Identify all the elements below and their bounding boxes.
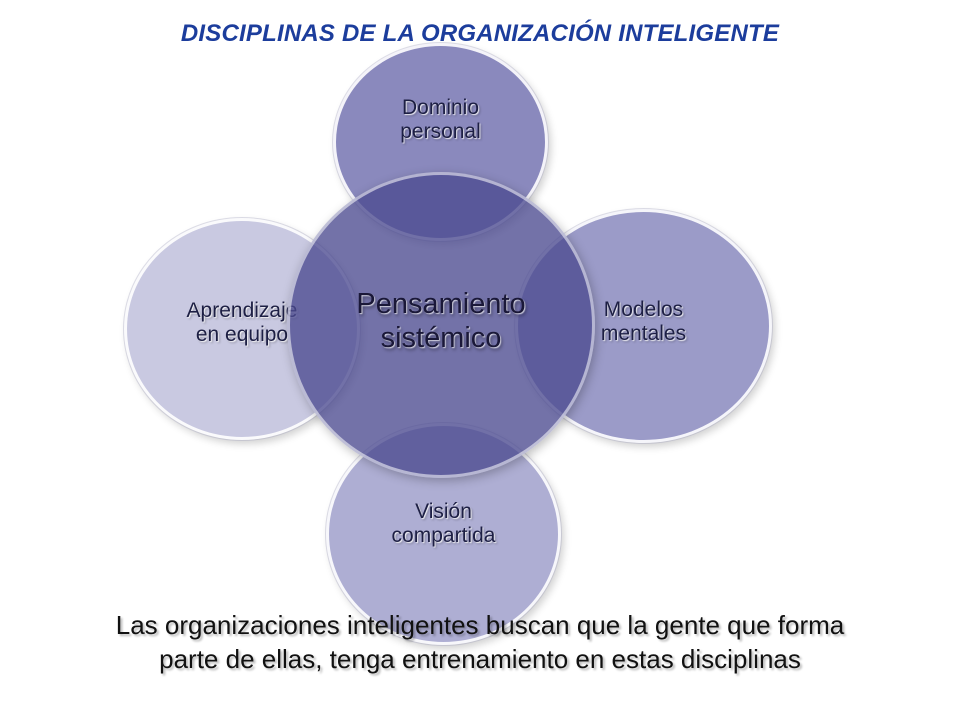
caption-line-2: parte de ellas, tenga entrenamiento en e… <box>159 644 801 674</box>
label-line-1: Pensamiento <box>356 288 526 320</box>
circle-label-center: Pensamiento sistémico <box>290 287 592 355</box>
label-line-1: Dominio <box>401 96 480 119</box>
caption-line-1: Las organizaciones inteligentes buscan q… <box>115 610 845 640</box>
label-line-2: mentales <box>600 322 687 345</box>
slide-title: DISCIPLINAS DE LA ORGANIZACIÓN INTELIGEN… <box>180 20 780 47</box>
circle-label-right: Modelos mentales <box>518 298 769 346</box>
label-line-1: Aprendizaje <box>186 299 298 322</box>
circle-label-top: Dominio personal <box>336 96 545 144</box>
label-line-2: compartida <box>391 524 496 547</box>
label-line-1: Visión <box>415 500 472 523</box>
circle-label-bottom: Visión compartida <box>329 500 558 548</box>
circle-pensamiento-sistemico: Pensamiento sistémico <box>287 172 595 478</box>
caption: Las organizaciones inteligentes buscan q… <box>0 608 960 676</box>
label-line-2: sistémico <box>380 322 502 354</box>
circle-label-left: Aprendizaje en equipo <box>127 299 357 347</box>
label-line-2: personal <box>400 120 481 143</box>
label-line-1: Modelos <box>603 298 684 321</box>
label-line-2: en equipo <box>195 323 289 346</box>
